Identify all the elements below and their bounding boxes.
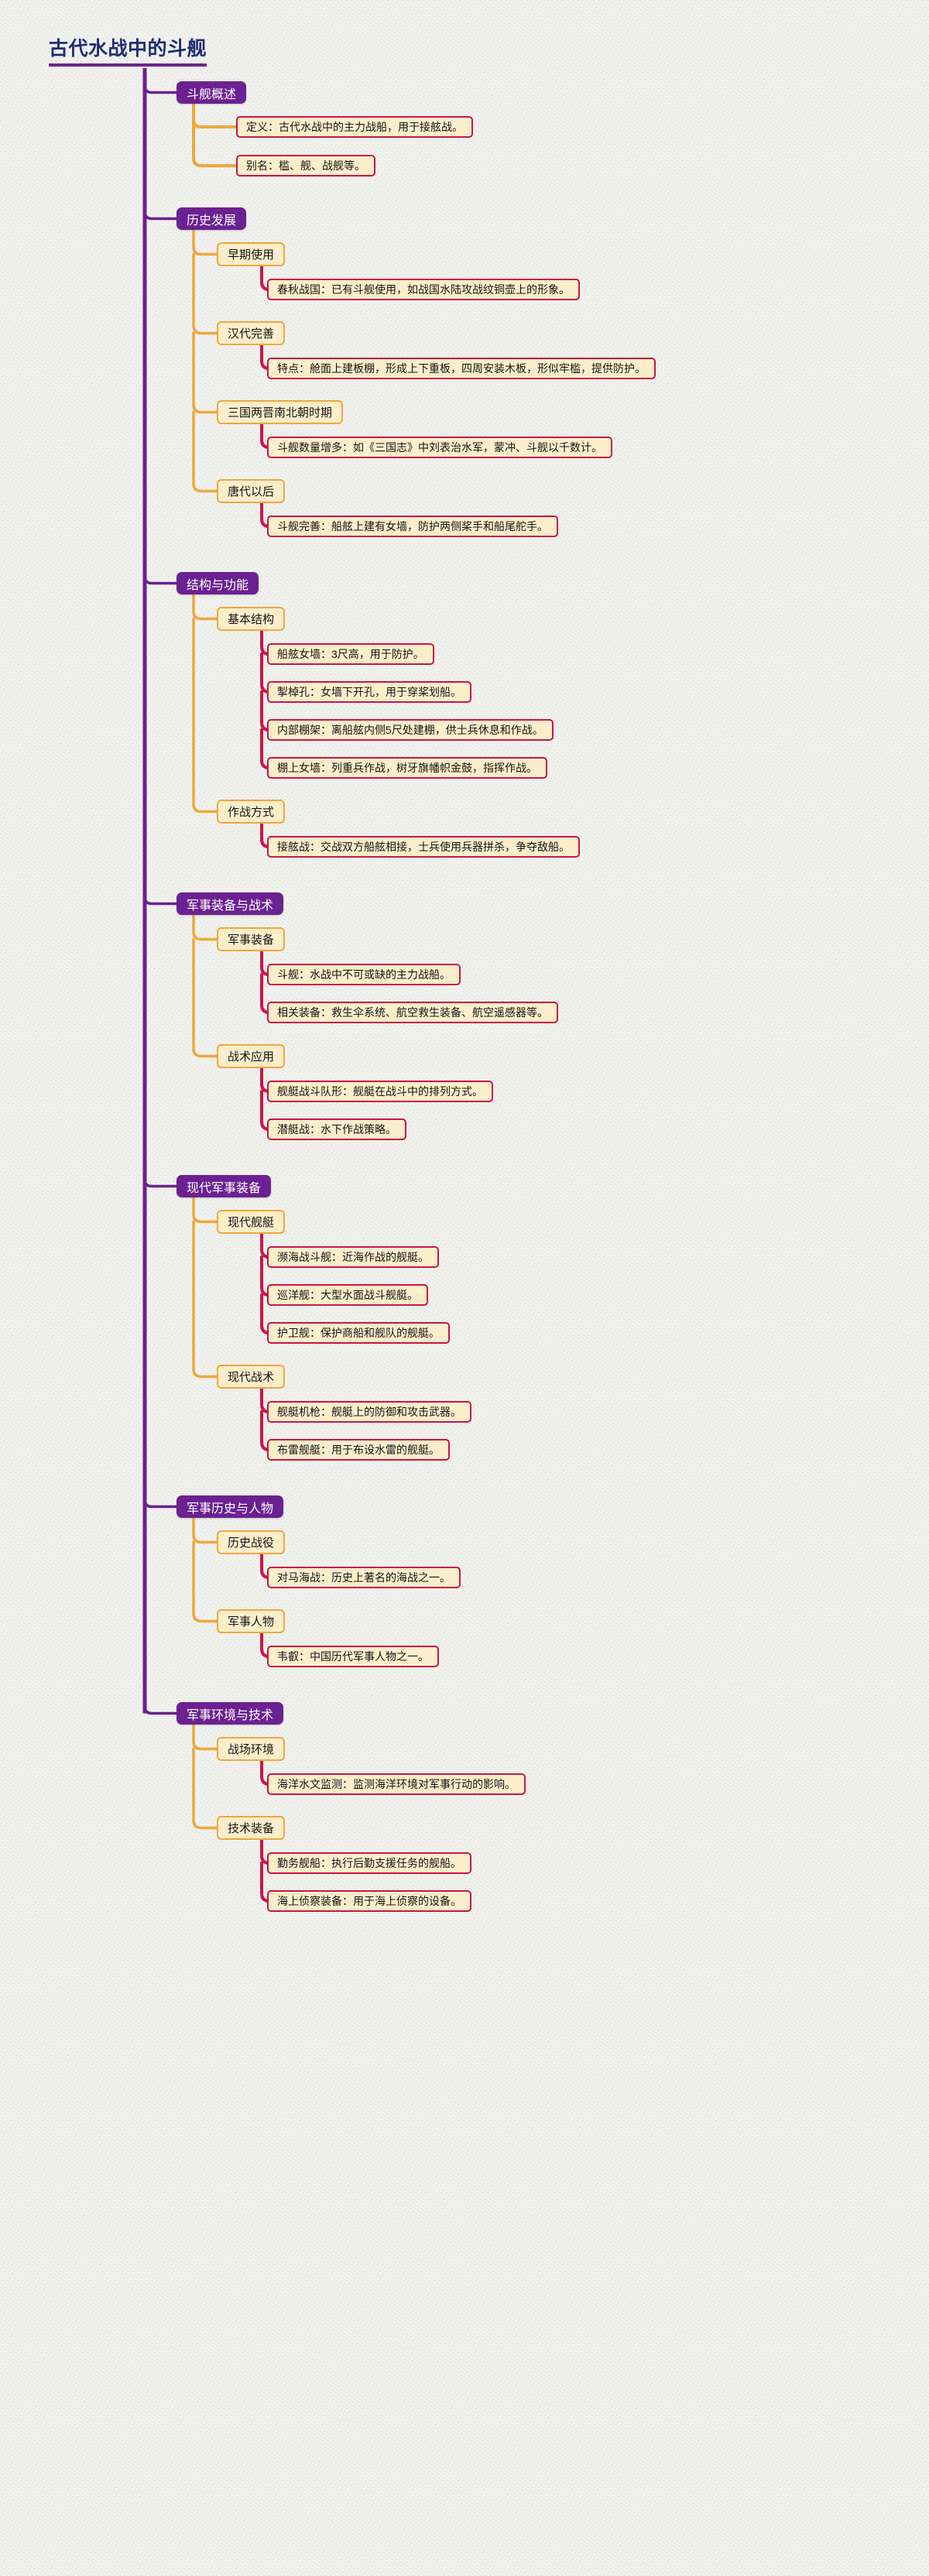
leaf-node[interactable]: 濒海战斗舰：近海作战的舰艇。 bbox=[267, 1246, 439, 1268]
leaf-node[interactable]: 特点：舱面上建板棚，形成上下重板，四周安装木板，形似牢槛，提供防护。 bbox=[267, 358, 656, 379]
branch-node-level2[interactable]: 技术装备 bbox=[217, 1816, 286, 1840]
branch-node-level1[interactable]: 斗舰概述 bbox=[177, 81, 247, 104]
page-title: 古代水战中的斗舰 bbox=[49, 37, 207, 67]
leaf-node[interactable]: 斗舰数量增多：如《三国志》中刘表治水军，蒙冲、斗舰以千数计。 bbox=[267, 437, 612, 458]
branch-node-level2[interactable]: 三国两晋南北朝时期 bbox=[217, 400, 344, 424]
branch-node-level1[interactable]: 历史发展 bbox=[177, 207, 247, 230]
leaf-node[interactable]: 棚上女墙：列重兵作战，树牙旗幡帜金鼓，指挥作战。 bbox=[267, 757, 547, 779]
branch-node-level1[interactable]: 军事装备与战术 bbox=[177, 892, 284, 915]
leaf-node[interactable]: 巡洋舰：大型水面战斗舰艇。 bbox=[267, 1284, 428, 1306]
leaf-node[interactable]: 相关装备：救生伞系统、航空救生装备、航空遥感器等。 bbox=[267, 1002, 558, 1023]
leaf-node[interactable]: 春秋战国：已有斗舰使用，如战国水陆攻战纹铜壶上的形象。 bbox=[267, 279, 580, 300]
branch-node-level2[interactable]: 现代舰艇 bbox=[217, 1210, 286, 1234]
leaf-node[interactable]: 布雷舰艇：用于布设水雷的舰艇。 bbox=[267, 1439, 450, 1461]
leaf-node[interactable]: 斗舰：水战中不可或缺的主力战船。 bbox=[267, 964, 461, 985]
branch-node-level1[interactable]: 军事历史与人物 bbox=[177, 1495, 284, 1518]
leaf-node[interactable]: 海上侦察装备：用于海上侦察的设备。 bbox=[267, 1890, 471, 1912]
leaf-node[interactable]: 掣棹孔：女墙下开孔，用于穿桨划船。 bbox=[267, 681, 471, 703]
leaf-node[interactable]: 海洋水文监测：监测海洋环境对军事行动的影响。 bbox=[267, 1773, 526, 1795]
leaf-node[interactable]: 勤务舰船：执行后勤支援任务的舰船。 bbox=[267, 1852, 471, 1874]
leaf-node[interactable]: 定义：古代水战中的主力战船，用于接舷战。 bbox=[236, 116, 473, 138]
leaf-node[interactable]: 内部棚架：离船舷内侧5尺处建棚，供士兵休息和作战。 bbox=[267, 719, 554, 741]
branch-node-level1[interactable]: 结构与功能 bbox=[177, 572, 259, 594]
leaf-node[interactable]: 斗舰完善：船舷上建有女墙，防护两侧桨手和船尾舵手。 bbox=[267, 516, 558, 537]
branch-node-level1[interactable]: 军事环境与技术 bbox=[177, 1702, 284, 1725]
branch-node-level2[interactable]: 作战方式 bbox=[217, 800, 286, 824]
branch-node-level2[interactable]: 历史战役 bbox=[217, 1530, 286, 1554]
branch-node-level1[interactable]: 现代军事装备 bbox=[177, 1175, 272, 1197]
branch-node-level2[interactable]: 早期使用 bbox=[217, 242, 286, 266]
leaf-node[interactable]: 船舷女墙：3尺高，用于防护。 bbox=[267, 643, 434, 665]
branch-node-level2[interactable]: 军事装备 bbox=[217, 927, 286, 951]
leaf-node[interactable]: 舰艇机枪：舰艇上的防御和攻击武器。 bbox=[267, 1401, 471, 1423]
branch-node-level2[interactable]: 基本结构 bbox=[217, 607, 286, 631]
branch-node-level2[interactable]: 汉代完善 bbox=[217, 321, 286, 345]
leaf-node[interactable]: 潜艇战：水下作战策略。 bbox=[267, 1118, 406, 1140]
leaf-node[interactable]: 护卫舰：保护商船和舰队的舰艇。 bbox=[267, 1322, 450, 1344]
leaf-node[interactable]: 别名：槛、舰、战舰等。 bbox=[236, 155, 375, 176]
leaf-node[interactable]: 韦叡：中国历代军事人物之一。 bbox=[267, 1646, 439, 1667]
leaf-node[interactable]: 对马海战：历史上著名的海战之一。 bbox=[267, 1567, 461, 1588]
branch-node-level2[interactable]: 唐代以后 bbox=[217, 479, 286, 503]
leaf-node[interactable]: 接舷战：交战双方船舷相接，士兵使用兵器拼杀，争夺敌船。 bbox=[267, 836, 580, 858]
leaf-node[interactable]: 舰艇战斗队形：舰艇在战斗中的排列方式。 bbox=[267, 1081, 493, 1102]
branch-node-level2[interactable]: 军事人物 bbox=[217, 1609, 286, 1633]
branch-node-level2[interactable]: 战场环境 bbox=[217, 1737, 286, 1761]
branch-node-level2[interactable]: 战术应用 bbox=[217, 1044, 286, 1068]
branch-node-level2[interactable]: 现代战术 bbox=[217, 1365, 286, 1389]
